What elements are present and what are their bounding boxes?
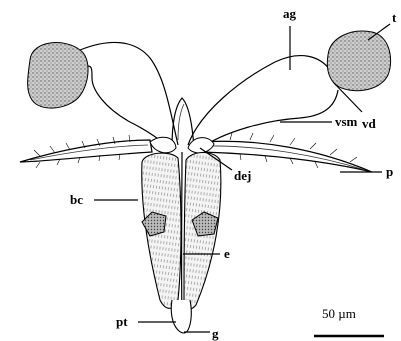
label-p: p xyxy=(386,164,393,179)
left-paramere xyxy=(20,140,152,162)
label-t: t xyxy=(392,10,397,25)
label-ag: ag xyxy=(283,6,297,21)
label-bc: bc xyxy=(70,192,83,207)
label-vd: vd xyxy=(362,116,377,131)
right-testis xyxy=(327,31,390,91)
label-pt: pt xyxy=(116,314,128,329)
label-g: g xyxy=(212,326,219,341)
left-vas-deferens xyxy=(80,42,178,145)
accessory-gland xyxy=(188,56,330,145)
scale-bar-label: 50 µm xyxy=(322,306,356,321)
label-e: e xyxy=(224,246,230,261)
penis-tip xyxy=(171,300,191,333)
label-dej: dej xyxy=(234,168,251,183)
left-testis xyxy=(28,43,88,108)
basal-lobe-left xyxy=(150,137,176,153)
label-vsm: vsm xyxy=(335,114,358,129)
